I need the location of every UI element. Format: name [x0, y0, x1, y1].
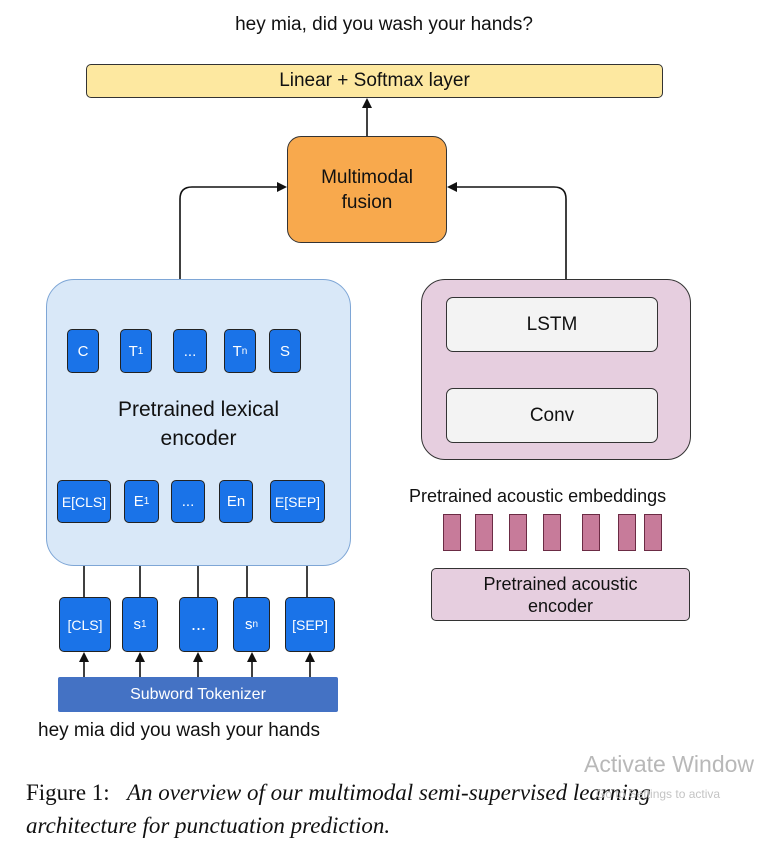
lstm-box: LSTM	[446, 297, 658, 352]
fusion-label-line2: fusion	[341, 191, 393, 213]
arrow-lexical-to-fusion	[179, 182, 287, 279]
lexical-encoder-title: Pretrained lexical encoder	[46, 395, 351, 453]
acoustic-embedding-block	[475, 514, 493, 551]
fusion-label-line1: Multimodal	[321, 166, 413, 188]
acoustic-embeddings-label: Pretrained acoustic embeddings	[409, 486, 667, 506]
figure-label: Figure 1:	[26, 780, 110, 805]
input-token: [SEP]	[285, 597, 335, 652]
acoustic-embedding-block	[644, 514, 662, 551]
acoustic-embedding-block	[443, 514, 461, 551]
acoustic-embedding-block	[543, 514, 561, 551]
lexical-output-token: ...	[173, 329, 207, 373]
input-token: ...	[179, 597, 218, 652]
input-token: [CLS]	[59, 597, 111, 652]
acoustic-embedding-block	[582, 514, 600, 551]
lexical-embedding-token: En	[219, 480, 253, 523]
acoustic-embedding-block	[618, 514, 636, 551]
lexical-title-line1: Pretrained lexical	[117, 398, 280, 421]
conv-box: Conv	[446, 388, 658, 443]
lexical-embedding-token: E[SEP]	[270, 480, 325, 523]
acoustic-encoder-box: Pretrained acoustic encoder	[431, 568, 690, 621]
acoustic-embedding-block	[509, 514, 527, 551]
multimodal-fusion-box: Multimodal fusion	[287, 136, 447, 243]
audio-waveform-icon	[449, 657, 662, 757]
lexical-embedding-token: ...	[171, 480, 205, 523]
figure-caption: Figure 1: An overview of our multimodal …	[26, 776, 746, 842]
subword-tokenizer-box: Subword Tokenizer	[58, 677, 338, 712]
lexical-output-token: S	[269, 329, 301, 373]
output-sentence: hey mia, did you wash your hands?	[235, 14, 533, 35]
acoustic-encoder-line2: encoder	[527, 595, 594, 616]
caption-text: An overview of our multimodal semi-super…	[26, 780, 651, 838]
lexical-output-token: C	[67, 329, 99, 373]
acoustic-encoder-line1: Pretrained acoustic	[483, 573, 638, 594]
input-sentence: hey mia did you wash your hands	[38, 720, 320, 741]
lexical-title-line2: encoder	[160, 427, 237, 450]
watermark-activate: Activate Window	[584, 751, 755, 777]
lexical-embedding-token: E[CLS]	[57, 480, 111, 523]
watermark-settings: Go to Settings to activa	[596, 787, 721, 801]
linear-softmax-box: Linear + Softmax layer	[86, 64, 663, 98]
arrow-acoustic-to-fusion	[447, 182, 567, 279]
